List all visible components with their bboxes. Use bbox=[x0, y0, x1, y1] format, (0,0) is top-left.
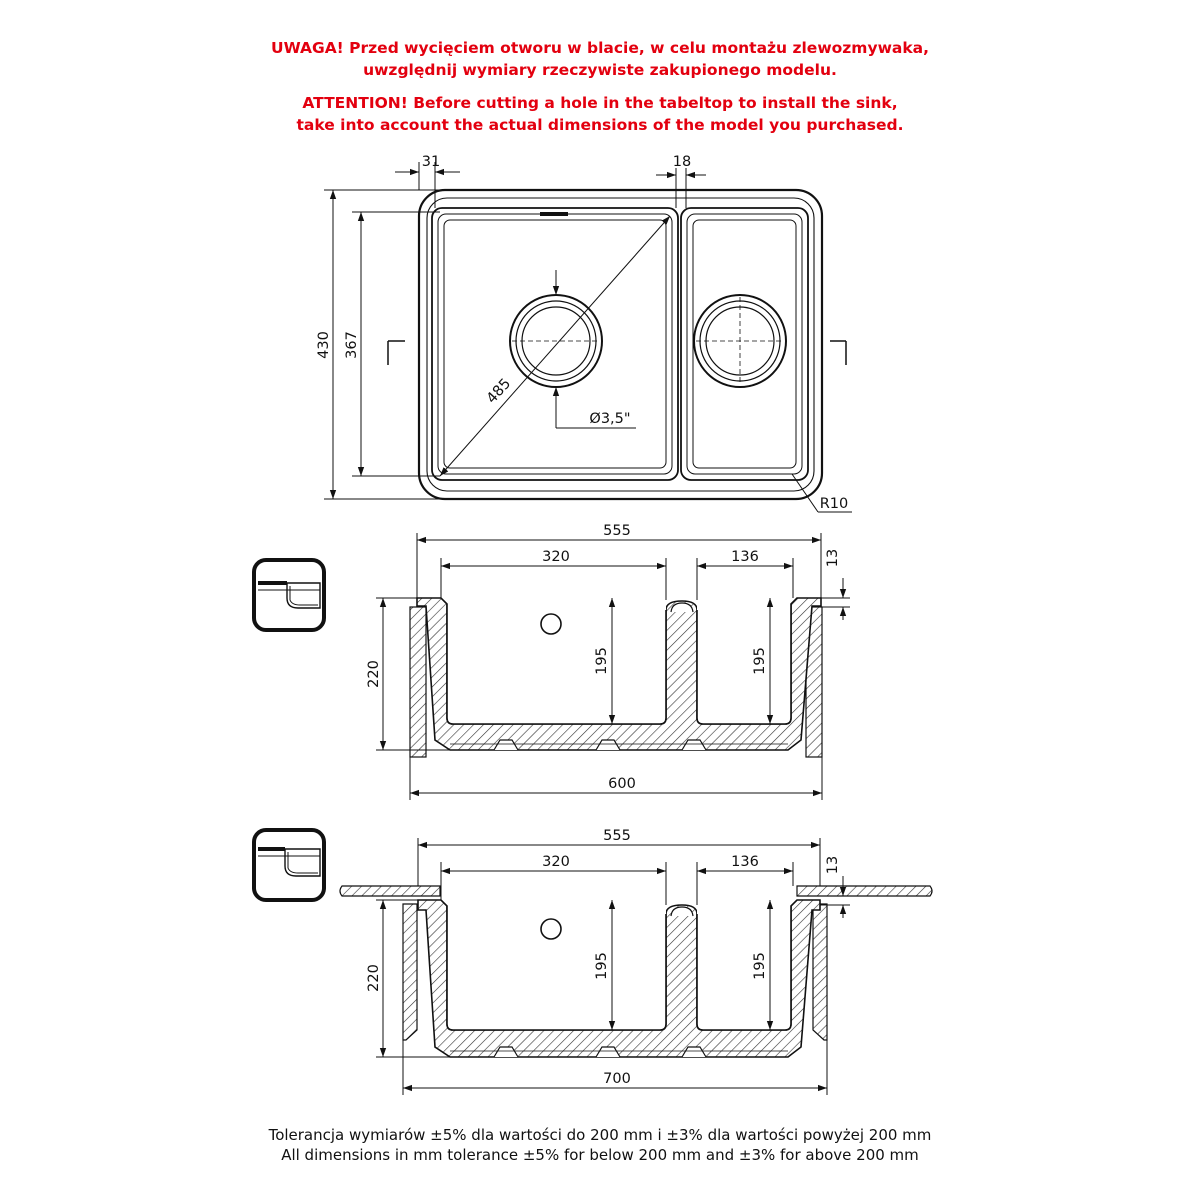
warning-en-line-2: take into account the actual dimensions … bbox=[296, 116, 904, 134]
section-2-labels: 555 320 136 13 220 195 195 700 bbox=[366, 828, 841, 1087]
top-view-dimensions bbox=[324, 162, 852, 513]
flushmount-icon bbox=[252, 828, 326, 902]
dim-rim-height-13: 13 bbox=[825, 549, 841, 567]
large-bowl-outline bbox=[431, 207, 679, 481]
drain-small bbox=[693, 294, 787, 388]
dim-outer-depth-430: 430 bbox=[316, 331, 332, 359]
section-1-dimensions bbox=[376, 533, 850, 800]
dim-rim-31: 31 bbox=[422, 154, 440, 170]
countertop-left bbox=[339, 885, 441, 897]
dim-depth-large-195: 195 bbox=[594, 647, 610, 675]
dim-bowl-small-136: 136 bbox=[731, 549, 759, 565]
sink-outer-rim bbox=[417, 188, 824, 501]
section-1-drawing bbox=[409, 597, 823, 758]
undermount-icon bbox=[252, 558, 326, 632]
countertop-right bbox=[796, 885, 933, 897]
dim-divider-18: 18 bbox=[673, 154, 691, 170]
dim-cabinet-700: 700 bbox=[603, 1071, 631, 1087]
section-2-dimensions bbox=[376, 838, 850, 1095]
top-view bbox=[387, 188, 847, 501]
dim-height-220: 220 bbox=[366, 964, 382, 992]
dim-drain-diameter: Ø3,5" bbox=[589, 411, 630, 427]
dim-diagonal-485: 485 bbox=[484, 376, 514, 407]
dim-inner-depth-367: 367 bbox=[344, 331, 360, 359]
tolerance-note-pl: Tolerancja wymiarów ±5% dla wartości do … bbox=[268, 1126, 932, 1144]
warning-pl-line-2: uwzględnij wymiary rzeczywiste zakupione… bbox=[363, 61, 837, 79]
dim-depth-large-195: 195 bbox=[594, 952, 610, 980]
warning-pl-line-1: UWAGA! Przed wycięciem otworu w blacie, … bbox=[270, 39, 930, 57]
small-bowl-outline bbox=[680, 207, 809, 481]
dim-rim-height-13: 13 bbox=[825, 856, 841, 874]
dim-depth-small-195: 195 bbox=[752, 952, 768, 980]
dim-cabinet-600: 600 bbox=[608, 776, 636, 792]
warning-en-line-1: ATTENTION! Before cutting a hole in the … bbox=[302, 94, 898, 112]
section-1-labels: 555 320 136 13 220 195 195 600 bbox=[366, 523, 841, 792]
dim-width-555: 555 bbox=[603, 828, 631, 844]
tolerance-note-en: All dimensions in mm tolerance ±5% for b… bbox=[281, 1146, 919, 1164]
dim-radius-r10: R10 bbox=[820, 496, 849, 512]
dim-bowl-large-320: 320 bbox=[542, 854, 570, 870]
dim-width-555: 555 bbox=[603, 523, 631, 539]
dim-bowl-large-320: 320 bbox=[542, 549, 570, 565]
dim-bowl-small-136: 136 bbox=[731, 854, 759, 870]
dim-height-220: 220 bbox=[366, 660, 382, 688]
dim-depth-small-195: 195 bbox=[752, 647, 768, 675]
